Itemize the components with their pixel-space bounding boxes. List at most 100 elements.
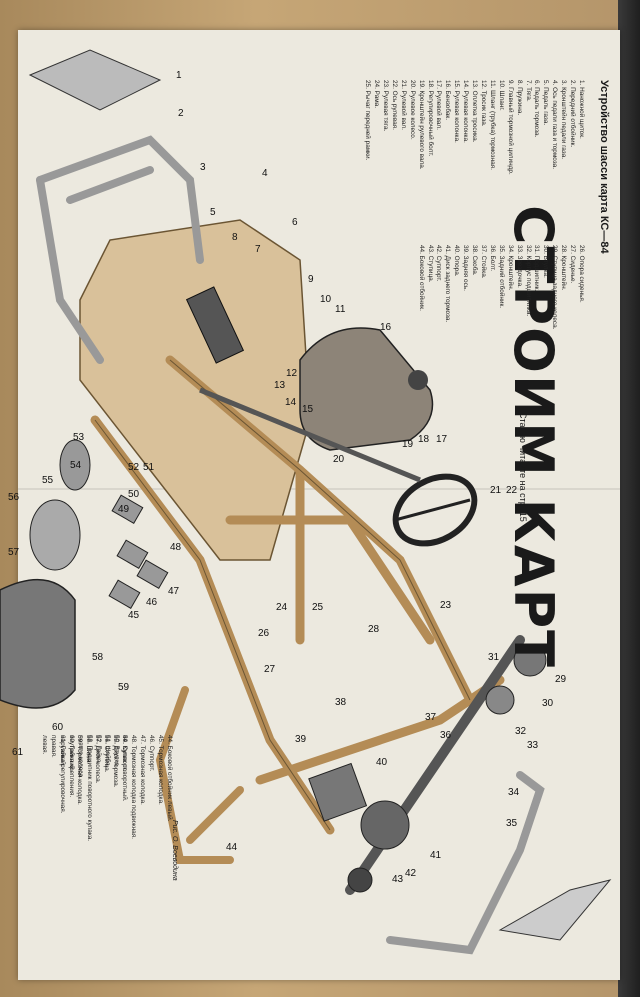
legend-item: 48. Тормозная колодка подвижная. [130, 735, 138, 839]
legend-item: 27. Сиденье. [569, 245, 577, 284]
callout-40: 40 [376, 757, 388, 768]
legend-item: левая. [41, 735, 49, 755]
front-bumper [36, 135, 204, 364]
callout-47: 47 [168, 586, 180, 597]
dark-edge [618, 0, 640, 997]
legend-item: наружный. [59, 735, 67, 767]
callout-31: 31 [488, 652, 500, 663]
legend-item: 40. Опора. [453, 245, 461, 277]
callout-10: 10 [320, 294, 332, 305]
callout-19: 19 [402, 439, 414, 450]
callout-53: 53 [73, 432, 85, 443]
legend-item: 36. Болт. [488, 245, 496, 271]
callout-34: 34 [508, 787, 520, 798]
callout-54: 54 [70, 460, 82, 471]
callout-30: 30 [542, 698, 554, 709]
rear-caliper [308, 762, 368, 822]
callout-16: 16 [380, 322, 392, 333]
callout-37: 37 [425, 712, 437, 723]
callout-33: 33 [527, 740, 539, 751]
callout-8: 8 [232, 232, 238, 243]
legend-item: 37. Стойка. [480, 245, 488, 279]
callout-15: 15 [302, 404, 314, 415]
callout-46: 46 [146, 597, 158, 608]
callout-55: 55 [42, 475, 54, 486]
callout-25: 25 [312, 602, 324, 613]
callout-numbers: 1 2 3 4 5 6 7 8 9 10 11 12 13 14 15 16 1… [8, 70, 567, 885]
callout-39: 39 [295, 734, 307, 745]
callout-22: 22 [506, 485, 518, 496]
callout-60: 60 [52, 722, 64, 733]
callout-4: 4 [262, 168, 268, 179]
legend-item: 24. Рама. [373, 80, 381, 108]
seat-shape [79, 219, 311, 561]
nose-panel [28, 49, 162, 111]
side-nerf-bar [155, 686, 234, 864]
callout-48: 48 [170, 542, 182, 553]
legend-item: 57. Диск колеса. [94, 735, 102, 784]
steering-column [199, 387, 421, 483]
rear-plate [498, 879, 612, 941]
callout-36: 36 [440, 730, 452, 741]
callout-17: 17 [436, 434, 448, 445]
legend-item: 28. Кронштейн. [560, 245, 568, 291]
callout-35: 35 [506, 818, 518, 829]
callout-3: 3 [200, 162, 206, 173]
callout-6: 6 [292, 217, 298, 228]
legend-item: 33. Звездочка. [515, 245, 523, 288]
callout-26: 26 [258, 628, 270, 639]
rear-bumper [386, 771, 545, 955]
callout-2: 2 [178, 108, 184, 119]
legend-item: 23. Рулевая тяга. [382, 80, 390, 132]
callout-23: 23 [440, 600, 452, 611]
steering-wheel [392, 473, 478, 547]
callout-43: 43 [392, 874, 404, 885]
callout-38: 38 [335, 697, 347, 708]
legend-item: 41. Диск заднего тормоза. [444, 245, 452, 323]
callout-1: 1 [176, 70, 182, 81]
callout-41: 41 [430, 850, 442, 861]
legend-item: 21. Рулевой вал. [399, 80, 407, 130]
legend-item: 32. Корпус подшипника. [524, 245, 532, 317]
legend-item: 43. Ступица. [426, 245, 434, 283]
fuel-tank [299, 327, 434, 451]
legend-item: внутренний. [68, 735, 76, 772]
legend-item: 44. Боковой отбойник. [417, 245, 425, 311]
legend-item: 42. Суппорт. [435, 245, 443, 282]
legend-item: 22. Ось рулевая. [390, 80, 398, 130]
callout-29: 29 [555, 674, 567, 685]
callout-42: 42 [405, 868, 417, 879]
callout-20: 20 [333, 454, 345, 465]
callout-9: 9 [308, 274, 314, 285]
legend-column-2: 26. Опора сиденья.27. Сиденье.28. Кроншт… [416, 245, 585, 465]
legend-item: 20. Рулевое колесо. [408, 80, 416, 140]
callout-11: 11 [335, 304, 346, 315]
callout-7: 7 [255, 244, 261, 255]
front-wheel-tire [0, 578, 76, 709]
legend-item: 44. Боковой отбойник левый. [166, 735, 173, 822]
callout-14: 14 [285, 397, 297, 408]
legend-item: 54. Кулак поворотный. [121, 735, 128, 802]
callout-49: 49 [118, 504, 130, 515]
legend-item: левого колеса. [77, 735, 84, 779]
legend-item: правая. [50, 735, 58, 758]
legend-item: 39. Задняя ось. [462, 245, 470, 291]
callout-28: 28 [368, 624, 380, 635]
legend-item: 56. Ступица. [103, 735, 111, 773]
legend-item: 38. Скоба. [471, 245, 479, 276]
callout-5: 5 [210, 207, 216, 218]
callout-45: 45 [128, 610, 140, 621]
callout-51: 51 [143, 462, 155, 473]
callout-56: 56 [8, 492, 20, 503]
legend-item: 46. Суппорт. [148, 735, 156, 772]
legend-column-5: левого колеса.внутренний.наружный.правая… [39, 735, 84, 945]
legend-item: 26. Опора сиденья. [578, 245, 585, 303]
legend-item: 29. Ступица заднего колеса. [551, 245, 559, 330]
legend-item: 25. Рычаг передней рамки. [364, 80, 372, 161]
callout-58: 58 [92, 652, 104, 663]
callout-59: 59 [118, 682, 130, 693]
legend-item: 45. Тормозная колодка. [157, 735, 165, 805]
callout-27: 27 [264, 664, 276, 675]
callout-18: 18 [418, 434, 430, 445]
